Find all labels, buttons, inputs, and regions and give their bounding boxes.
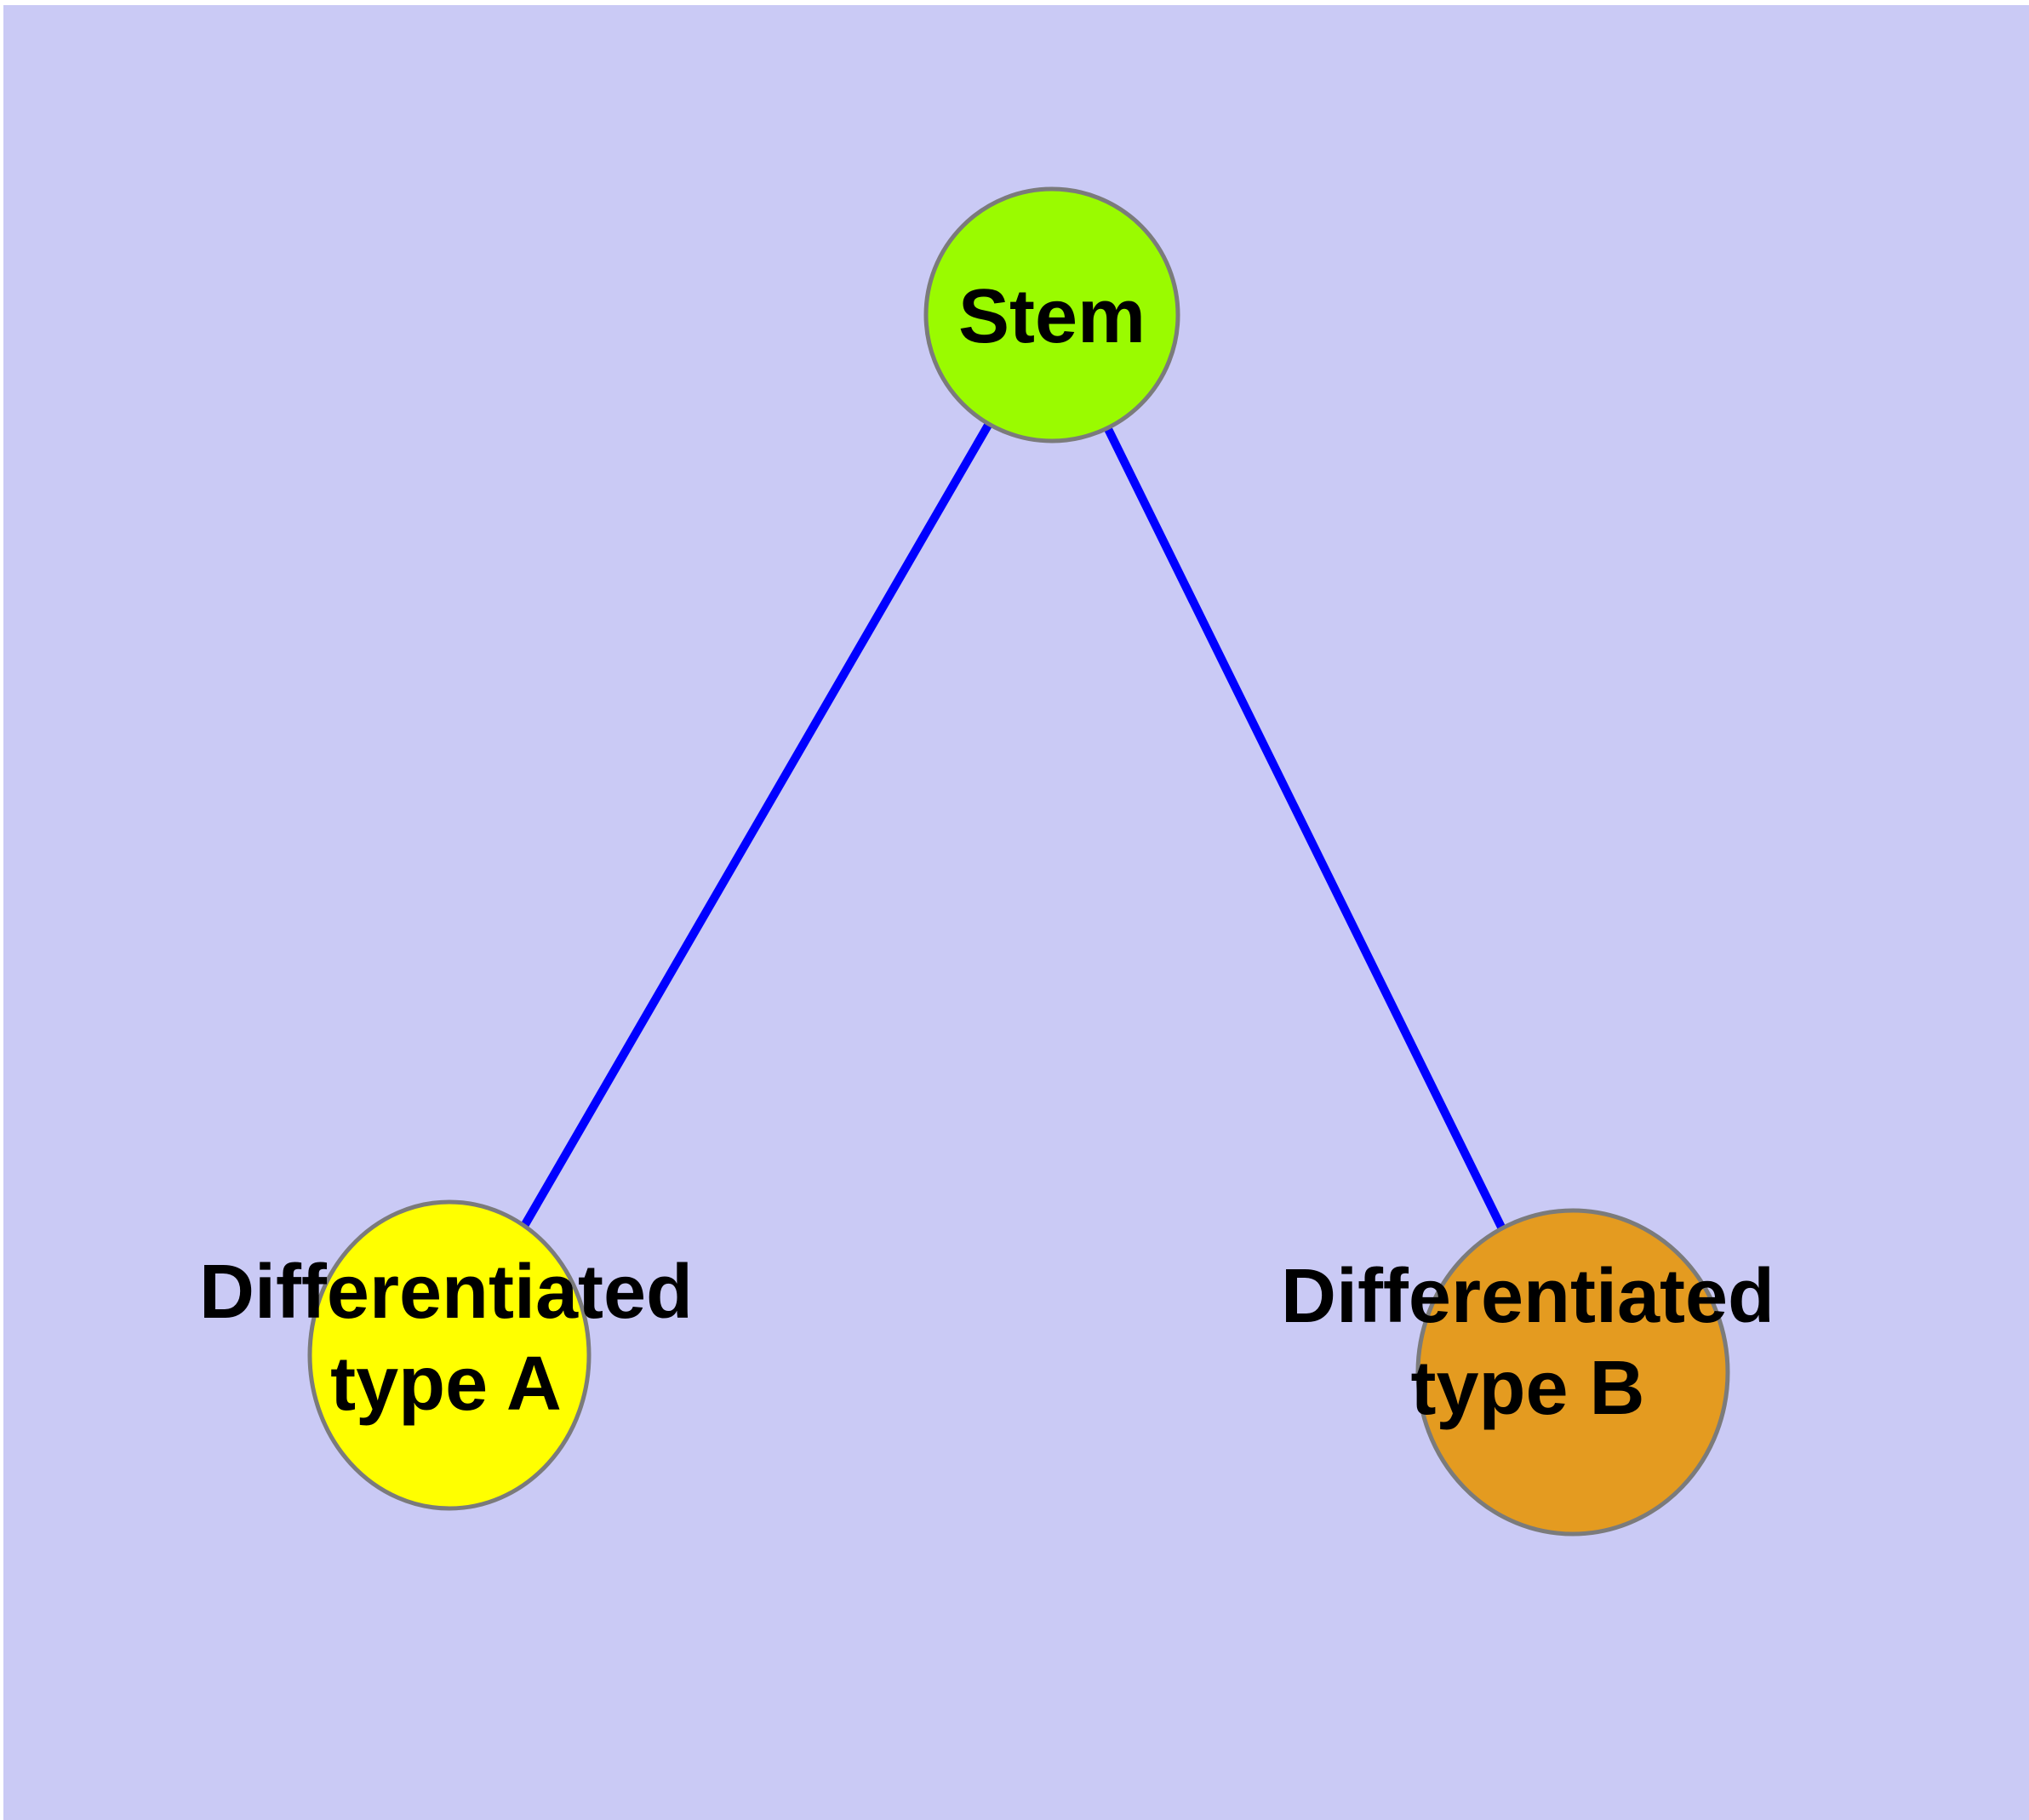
node-type-a bbox=[307, 1199, 592, 1511]
node-stem bbox=[923, 186, 1180, 444]
edge-stem-to-type-b bbox=[1048, 311, 1577, 1376]
node-type-b-label-line1: Differentiated bbox=[1281, 1254, 1775, 1339]
node-type-b bbox=[1415, 1208, 1730, 1537]
node-stem-label: Stem bbox=[958, 274, 1146, 359]
edge-stem-to-type-a bbox=[445, 311, 1056, 1359]
node-type-b-label-line2: type B bbox=[1410, 1346, 1644, 1431]
node-type-a-label-line2: type A bbox=[330, 1342, 562, 1427]
node-type-a-label-line1: Differentiated bbox=[199, 1250, 693, 1335]
